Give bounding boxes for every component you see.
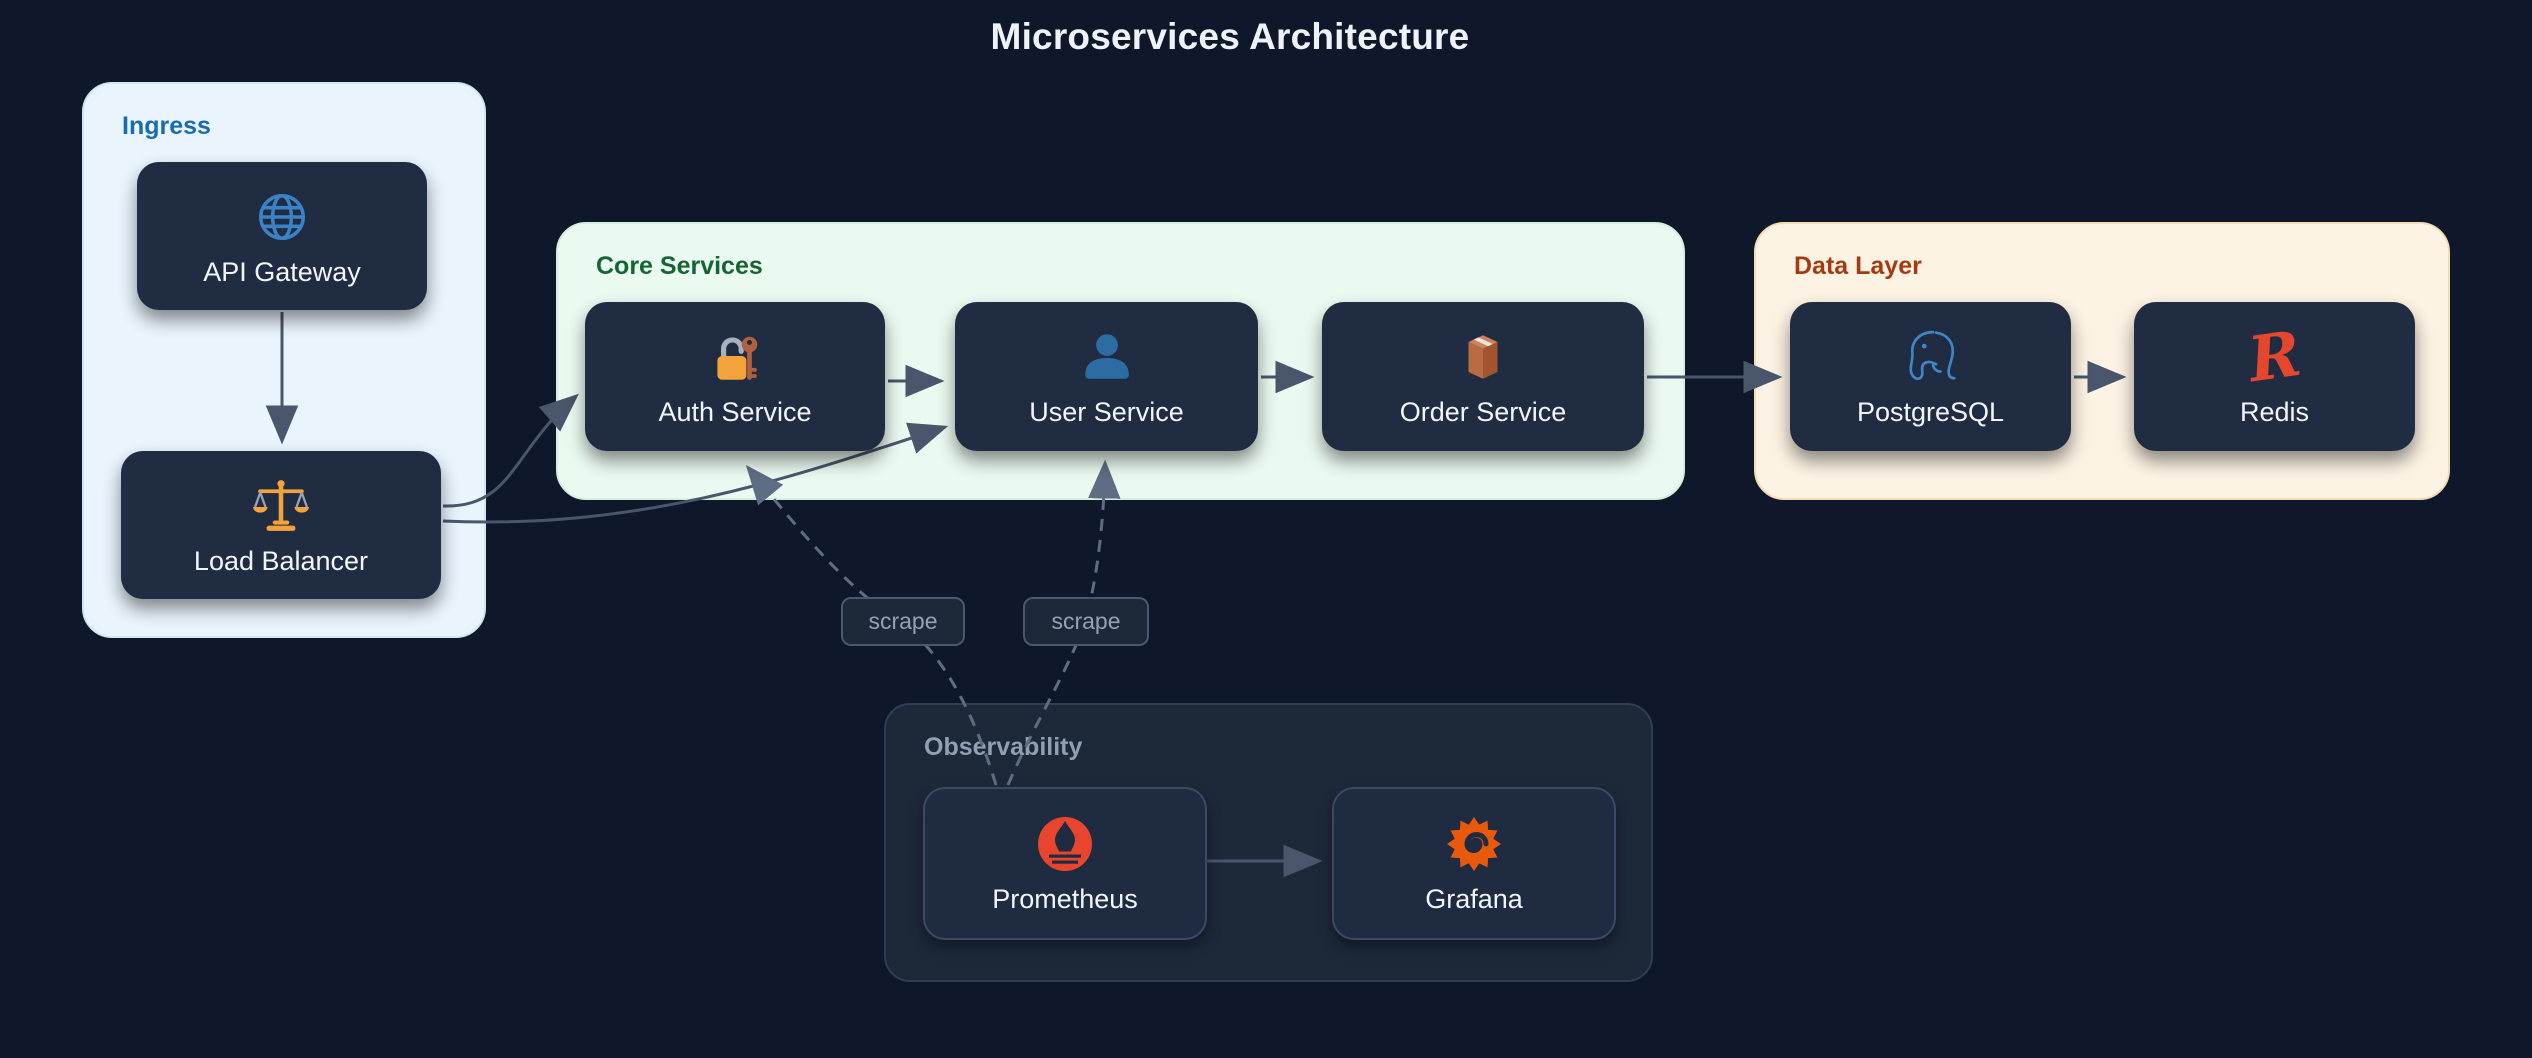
group-core-services-label: Core Services [596, 252, 763, 280]
node-postgresql: PostgreSQL [1790, 302, 2071, 451]
node-auth-service: Auth Service [585, 302, 885, 451]
node-redis: R Redis [2134, 302, 2415, 451]
prometheus-icon [1035, 812, 1095, 876]
person-icon [1078, 325, 1136, 389]
node-auth-service-label: Auth Service [658, 397, 812, 427]
node-order-service: Order Service [1322, 302, 1644, 451]
diagram-title: Microservices Architecture [990, 16, 1470, 57]
group-ingress-label: Ingress [122, 112, 211, 140]
node-load-balancer: Load Balancer [121, 451, 441, 599]
postgresql-elephant-icon [1902, 325, 1960, 389]
node-grafana-label: Grafana [1425, 884, 1523, 914]
node-user-service-label: User Service [1029, 397, 1184, 427]
edge-label-scrape-auth-text: scrape [868, 608, 938, 634]
edge-label-scrape-user: scrape [1023, 597, 1149, 646]
node-user-service: User Service [955, 302, 1258, 451]
group-observability-label: Observability [924, 733, 1083, 761]
node-grafana: Grafana [1332, 787, 1616, 940]
node-redis-label: Redis [2239, 397, 2310, 427]
lock-key-icon [706, 325, 764, 389]
node-load-balancer-label: Load Balancer [193, 545, 369, 576]
node-api-gateway: API Gateway [137, 162, 427, 310]
node-prometheus: Prometheus [923, 787, 1207, 940]
node-prometheus-label: Prometheus [992, 884, 1138, 914]
grafana-icon [1444, 812, 1504, 876]
edge-label-scrape-auth: scrape [841, 597, 965, 646]
node-order-service-label: Order Service [1399, 397, 1567, 427]
package-icon [1454, 325, 1512, 389]
globe-icon [253, 185, 311, 249]
edge-label-scrape-user-text: scrape [1051, 608, 1121, 634]
node-postgresql-label: PostgreSQL [1856, 397, 2005, 427]
group-data-layer-label: Data Layer [1794, 252, 1922, 280]
balance-scale-icon [252, 474, 310, 538]
redis-icon: R [2243, 316, 2306, 397]
node-api-gateway-label: API Gateway [203, 256, 361, 287]
